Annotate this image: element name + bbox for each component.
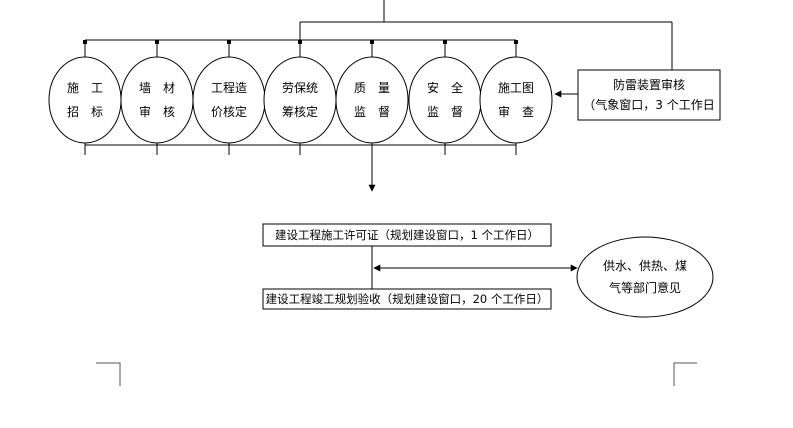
- department-2-line1: 工程造: [210, 81, 247, 95]
- department-5-line1: 安 全: [426, 81, 463, 95]
- department-3-connector: [298, 40, 302, 44]
- department-6-connector: [514, 40, 518, 44]
- page-corner-mark-left: [96, 362, 121, 386]
- utilities-opinion-line1: 供水、供热、煤: [602, 259, 687, 273]
- department-6-ellipse: [479, 56, 553, 144]
- department-shapes: [48, 40, 553, 155]
- department-2-connector: [227, 40, 231, 44]
- department-2-line2: 价核定: [210, 105, 247, 119]
- department-4-ellipse: [335, 56, 409, 144]
- department-3-label: 劳保统筹核定: [264, 57, 336, 143]
- department-5-label: 安 全监 督: [409, 57, 481, 143]
- department-4-line2: 监 督: [353, 105, 390, 119]
- department-1-label: 墙 材审 核: [121, 57, 193, 143]
- department-6-label: 施工图审 查: [480, 57, 552, 143]
- utilities-opinion-ellipse: [576, 236, 714, 318]
- utilities-opinion-line2: 气等部门意见: [608, 281, 681, 295]
- department-0-line2: 招 标: [66, 105, 103, 119]
- department-4-connector: [370, 40, 374, 44]
- construction-permit-label: 建设工程施工许可证（规划建设窗口，1 个工作日）: [275, 228, 539, 242]
- department-0-line1: 施 工: [66, 81, 103, 95]
- lightning-review-line1: 防雷装置审核: [612, 78, 685, 92]
- department-3-line1: 劳保统: [281, 81, 318, 95]
- department-6-line2: 审 查: [497, 105, 534, 119]
- page-corner-mark-right: [673, 362, 697, 386]
- lightning-review-label: 防雷装置审核 （气象窗口，3 个工作日: [578, 70, 720, 120]
- department-0-label: 施 工招 标: [49, 57, 121, 143]
- department-3-line2: 筹核定: [281, 105, 318, 119]
- construction-permit-box: [262, 223, 552, 247]
- completion-acceptance-box: [262, 288, 552, 310]
- department-0-connector: [83, 40, 87, 44]
- lightning-review-line2: （气象窗口，3 个工作日: [583, 98, 715, 112]
- department-5-line2: 监 督: [426, 105, 463, 119]
- utilities-opinion-label: 供水、供热、煤 气等部门意见: [577, 237, 713, 317]
- completion-acceptance-label: 建设工程竣工规划验收（规划建设窗口，20 个工作日）: [265, 292, 549, 306]
- department-1-connector: [155, 40, 159, 44]
- department-4-line1: 质 量: [353, 81, 390, 95]
- department-1-line2: 审 核: [138, 105, 175, 119]
- department-6-line1: 施工图: [497, 81, 534, 95]
- department-1-line1: 墙 材: [138, 81, 175, 95]
- lightning-review-box: [577, 69, 721, 121]
- department-5-connector: [443, 40, 447, 44]
- department-4-label: 质 量监 督: [336, 57, 408, 143]
- department-2-label: 工程造价核定: [193, 57, 265, 143]
